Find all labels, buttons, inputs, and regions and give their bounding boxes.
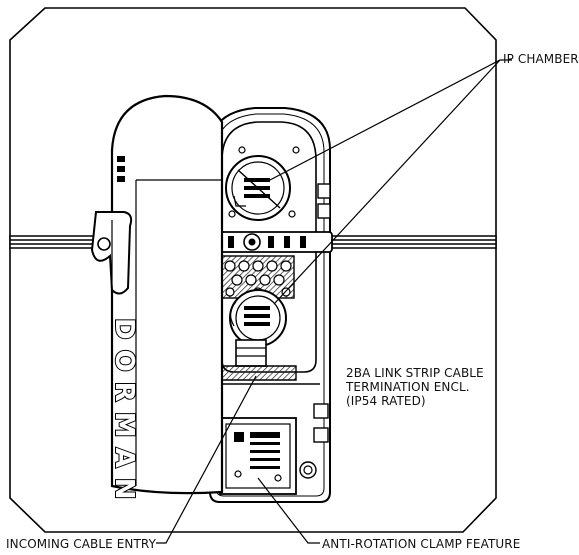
- brand-logo: DORMAN: [108, 317, 140, 510]
- leader-ip-chamber-2: [273, 59, 501, 305]
- front-cover: [90, 94, 224, 495]
- label-ip-chamber: IP CHAMBER: [503, 52, 579, 66]
- leader-incoming-cable: [156, 375, 257, 544]
- ip-chamber-upper: [225, 155, 291, 221]
- octagon-outline: [9, 7, 497, 533]
- cable-entry-gland: [216, 339, 320, 385]
- label-termination-line-2: TERMINATION ENCL.: [346, 380, 470, 394]
- label-incoming-cable-entry: INCOMING CABLE ENTRY: [6, 537, 157, 551]
- leader-lines: [156, 59, 512, 544]
- label-termination-enclosure: 2BA LINK STRIP CABLE TERMINATION ENCL. (…: [346, 366, 496, 408]
- ip-chamber-lower: [229, 289, 287, 347]
- cable-strip-right: [325, 235, 497, 249]
- brand-logo-text: DORMAN: [109, 318, 139, 509]
- clamp-plate: [219, 417, 297, 495]
- label-anti-rotation-clamp: ANTI-ROTATION CLAMP FEATURE: [322, 537, 521, 551]
- label-termination-line-3: (IP54 RATED): [346, 394, 426, 408]
- leader-anti-rotation: [257, 477, 320, 544]
- label-termination-line-1: 2BA LINK STRIP CABLE: [346, 366, 484, 380]
